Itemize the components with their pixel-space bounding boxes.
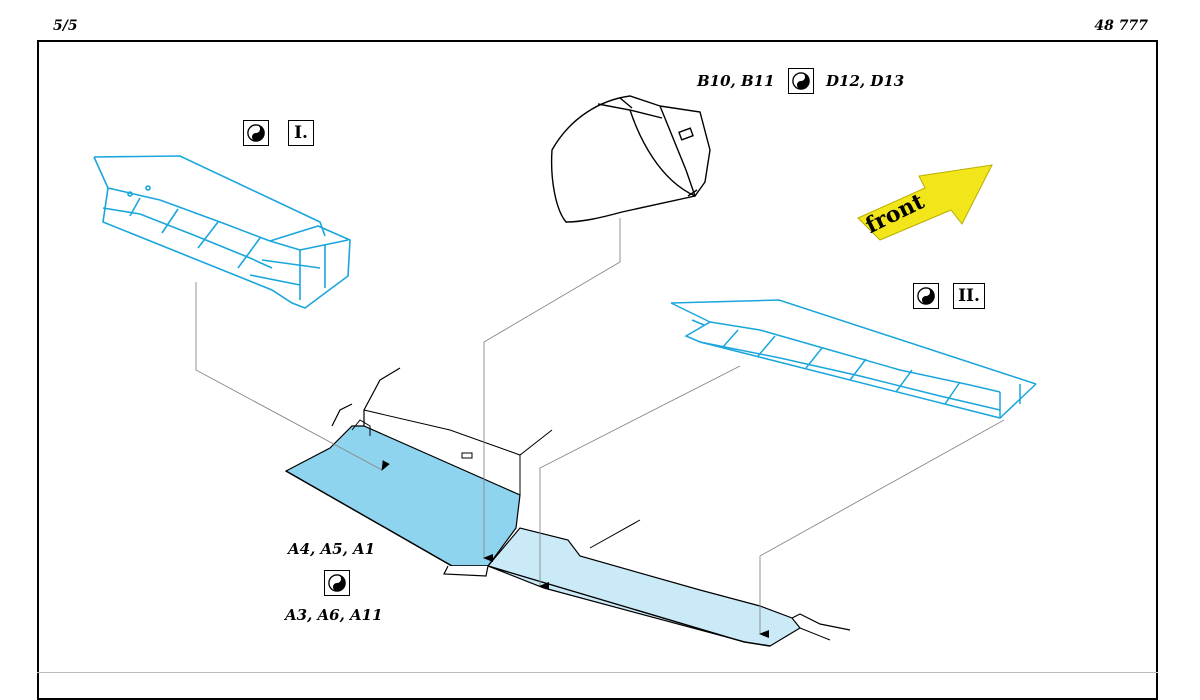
callout-a3-a6-a11: A3, A6, A11 <box>285 606 383 624</box>
base-assembly <box>284 367 851 647</box>
fold-symbol-top <box>788 68 814 94</box>
fold-symbol-step-two <box>913 283 939 309</box>
canopy-part <box>550 95 711 223</box>
set-number: 48 777 <box>1094 18 1148 34</box>
flap-detail-one <box>93 155 351 309</box>
bottom-divider <box>37 672 1158 673</box>
page-number: 5/5 <box>53 18 78 34</box>
yin-yang-icon <box>792 72 810 90</box>
yin-yang-icon <box>247 124 265 142</box>
step-two-label: II. <box>953 283 985 309</box>
step-one-label: I. <box>288 120 314 146</box>
yin-yang-icon <box>917 287 935 305</box>
callout-a4-a5-a1: A4, A5, A1 <box>288 540 376 558</box>
callout-d12-d13: D12, D13 <box>826 72 905 90</box>
front-arrow: front <box>857 164 993 241</box>
yin-yang-icon <box>328 574 346 592</box>
callout-b10-b11: B10, B11 <box>697 72 775 90</box>
flap-detail-two <box>670 299 1037 419</box>
fold-symbol-lower <box>324 570 350 596</box>
leader-lines <box>195 218 1005 638</box>
fold-symbol-step-one <box>243 120 269 146</box>
